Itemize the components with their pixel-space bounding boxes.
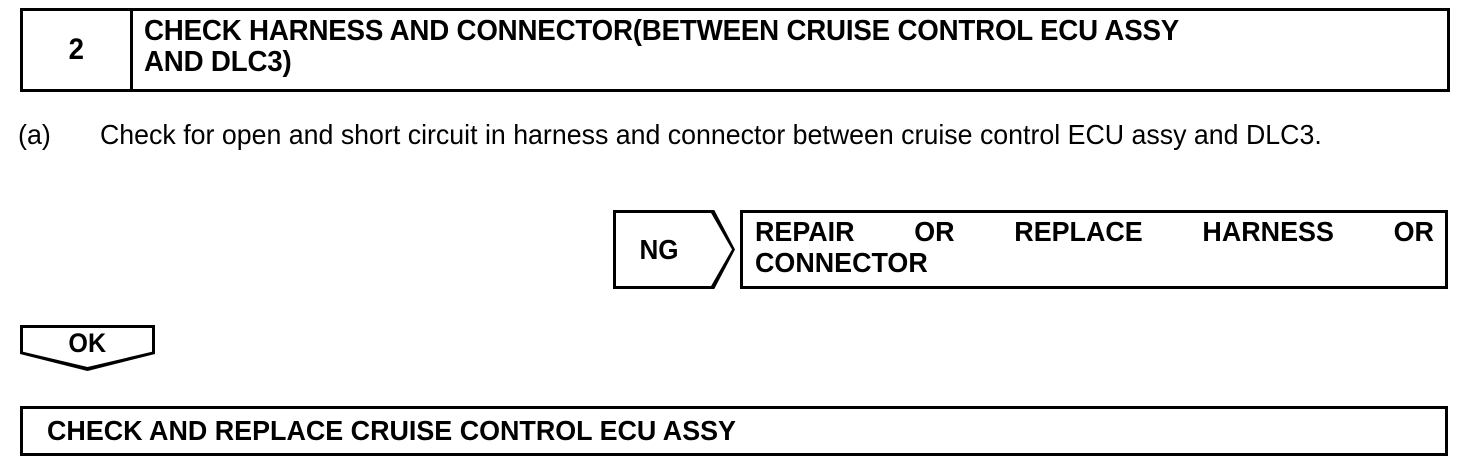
ng-pennant-inner: NG bbox=[616, 213, 732, 286]
procedure-text: Check for open and short circuit in harn… bbox=[100, 119, 1322, 150]
ng-result-line-1: REPAIR OR REPLACE HARNESS OR bbox=[755, 216, 1434, 247]
ok-label: OK bbox=[68, 328, 107, 358]
conclusion-box: CHECK AND REPLACE CRUISE CONTROL ECU ASS… bbox=[20, 406, 1448, 456]
ng-result-line-2: CONNECTOR bbox=[755, 246, 928, 278]
conclusion-text: CHECK AND REPLACE CRUISE CONTROL ECU ASS… bbox=[47, 415, 736, 446]
ng-result-box: REPAIR OR REPLACE HARNESS OR CONNECTOR bbox=[740, 210, 1448, 289]
ng-arrow-pennant: NG bbox=[613, 210, 735, 289]
step-title-cell: CHECK HARNESS AND CONNECTOR(BETWEEN CRUI… bbox=[133, 11, 1447, 89]
step-title: CHECK HARNESS AND CONNECTOR(BETWEEN CRUI… bbox=[144, 15, 1180, 79]
ng-result-text: REPAIR OR REPLACE HARNESS OR CONNECTOR bbox=[755, 216, 1434, 279]
procedure-item: (a) Check for open and short circuit in h… bbox=[18, 119, 1468, 151]
step-number-cell: 2 bbox=[23, 11, 133, 89]
ng-label: NG bbox=[639, 233, 679, 265]
step-number: 2 bbox=[68, 33, 85, 66]
step-header-table: 2 CHECK HARNESS AND CONNECTOR(BETWEEN CR… bbox=[20, 8, 1450, 92]
ok-pennant-inner: OK bbox=[23, 328, 152, 367]
ok-arrow-pennant: OK bbox=[20, 325, 155, 371]
procedure-label: (a) bbox=[18, 119, 51, 150]
